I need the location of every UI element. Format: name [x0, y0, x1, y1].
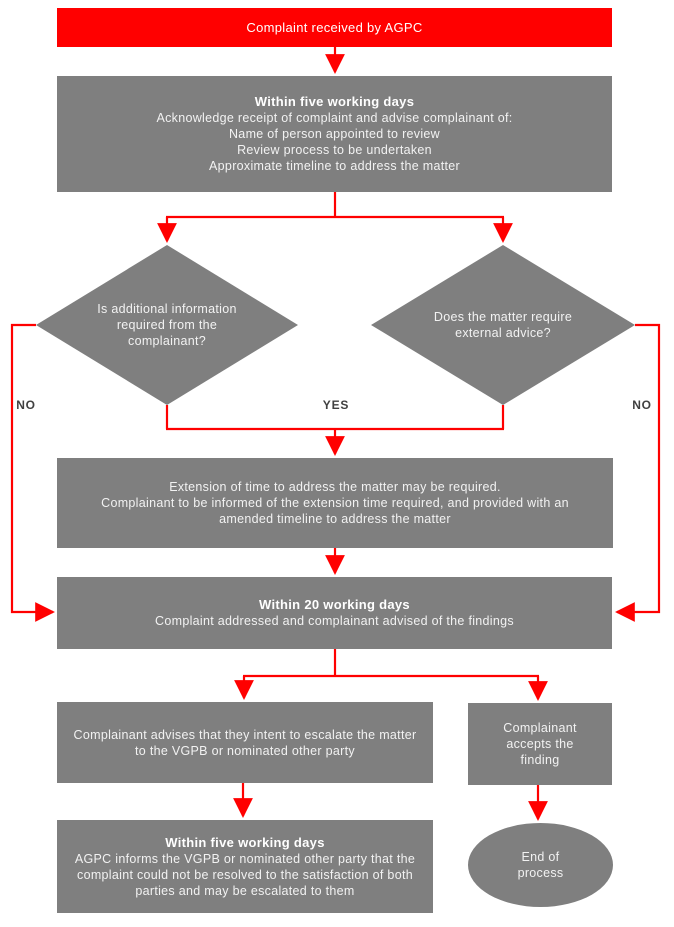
accepts-finding-node: Complainant accepts the finding [468, 703, 612, 785]
start-node-complaint-received: Complaint received by AGPC [57, 8, 612, 47]
acknowledge-line: Acknowledge receipt of complaint and adv… [156, 111, 513, 125]
connector-no-right-to-within20 [615, 323, 661, 622]
extension-line: amended timeline to address the matter [219, 512, 451, 526]
edge-label-no-left: NO [16, 398, 36, 412]
inform-vgpb-heading: Within five working days [165, 834, 325, 850]
end-of-process-text: End of process [517, 850, 564, 880]
edge-label-yes: YES [322, 398, 350, 412]
extension-node: Extension of time to address the matter … [57, 458, 613, 548]
within-20-days-heading: Within 20 working days [259, 597, 410, 612]
start-node-text: Complaint received by AGPC [246, 19, 423, 35]
acknowledge-line: Review process to be undertaken [237, 143, 432, 157]
inform-vgpb-node: Within five working days AGPC informs th… [57, 820, 433, 913]
acknowledge-node: Within five working days Acknowledge rec… [57, 76, 612, 192]
edge-label-no-right: NO [632, 398, 652, 412]
decision-additional-info-text: Is additional information required from … [97, 302, 237, 348]
inform-vgpb-text: AGPC informs the VGPB or nominated other… [74, 851, 416, 898]
extension-line: Complainant to be informed of the extens… [101, 496, 569, 510]
connector-no-left-to-within20 [10, 323, 55, 622]
accepts-finding-text: Complainant accepts the finding [503, 721, 577, 767]
extension-line: Extension of time to address the matter … [169, 480, 501, 494]
within-20-days-node: Within 20 working days Complaint address… [57, 577, 612, 649]
acknowledge-line: Approximate timeline to address the matt… [209, 159, 460, 173]
decision-external-advice-text: Does the matter require external advice? [433, 310, 573, 340]
escalate-text: Complainant advises that they intent to … [73, 727, 417, 758]
within-20-days-line: Complaint addressed and complainant advi… [155, 614, 514, 628]
acknowledge-line: Name of person appointed to review [228, 127, 440, 141]
acknowledge-heading: Within five working days [254, 94, 415, 109]
escalate-node: Complainant advises that they intent to … [57, 702, 433, 783]
end-of-process-node: End of process [468, 823, 613, 907]
